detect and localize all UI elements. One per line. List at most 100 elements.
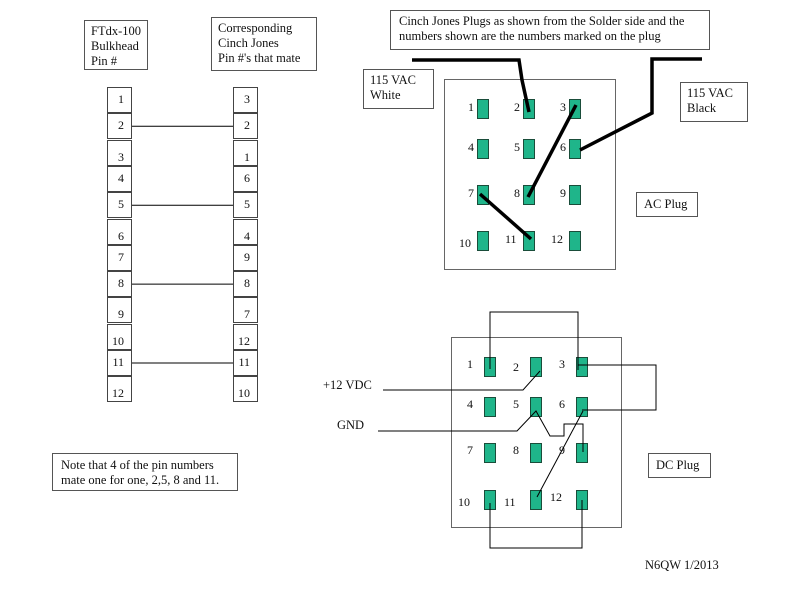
pin-number: 3 [244, 92, 250, 106]
pin-number: 1 [244, 149, 250, 164]
pin-number: 5 [118, 197, 124, 212]
ftdx-pin-cell: 12 [107, 376, 132, 403]
cinch-pin-cell: 12 [233, 323, 258, 350]
ac-plug-pin-6 [569, 139, 581, 159]
dc-plug-pin-10 [484, 490, 496, 510]
label-line: 115 VAC [687, 86, 733, 100]
pin-label: 2 [514, 100, 520, 114]
pin-label: 7 [467, 443, 473, 457]
ac-black-label: 115 VAC Black [680, 82, 748, 122]
ftdx-pin-cell: 7 [107, 244, 132, 271]
ac-plug-pin-11 [523, 231, 535, 251]
header-line: Pin # [91, 54, 118, 68]
pin-number: 6 [244, 170, 250, 185]
ftdx-pin-cell: 5 [107, 192, 132, 219]
pin-label: 3 [560, 100, 566, 114]
cinch-pin-cell: 9 [233, 244, 258, 271]
pin-number: 8 [118, 276, 124, 291]
pin-label: 1 [468, 100, 474, 114]
cinch-header-box: Corresponding Cinch Jones Pin #'s that m… [211, 17, 317, 71]
pin-number: 4 [118, 170, 124, 185]
pin-number: 8 [244, 276, 250, 291]
pin-number: 9 [244, 249, 250, 264]
dc-plug-pin-7 [484, 443, 496, 463]
pin-label: 9 [560, 186, 566, 200]
cinch-pin-cell: 1 [233, 139, 258, 166]
pin-label: 9 [559, 443, 565, 457]
pin-label: 1 [467, 357, 473, 371]
pin-label: 2 [513, 360, 519, 374]
note-line: Cinch Jones Plugs as shown from the Sold… [399, 14, 685, 28]
pin-number: 3 [118, 149, 124, 164]
pin-label: 10 [458, 495, 470, 509]
ac-plug-pin-4 [477, 139, 489, 159]
pin-label: 5 [513, 397, 519, 411]
pin-number: 10 [238, 386, 250, 401]
cinch-pin-cell: 4 [233, 218, 258, 245]
label-line: 115 VAC [370, 73, 416, 87]
note-line: Note that 4 of the pin numbers [61, 458, 214, 472]
pin-number: 2 [118, 118, 124, 133]
cinch-pin-cell: 3 [233, 87, 258, 113]
pin-number: 7 [118, 249, 124, 264]
pin-label: 5 [514, 140, 520, 154]
note-line: numbers shown are the numbers marked on … [399, 29, 661, 43]
ac-plug-pin-9 [569, 185, 581, 205]
pin-label: 6 [560, 140, 566, 154]
pin-label: 7 [468, 186, 474, 200]
ftdx-pin-cell: 6 [107, 218, 132, 245]
ftdx-pin-cell: 9 [107, 297, 132, 324]
cinch-pin-cell: 8 [233, 271, 258, 298]
cinch-pin-cell: 5 [233, 192, 258, 219]
ac-plug-pin-12 [569, 231, 581, 251]
label-line: White [370, 88, 401, 102]
pin-label: 10 [459, 236, 471, 250]
pin-label: 3 [559, 357, 565, 371]
ftdx-pin-cell: 1 [107, 87, 132, 113]
pin-label: 11 [504, 495, 516, 509]
ftdx-pin-cell: 11 [107, 350, 132, 376]
ac-plug-pin-10 [477, 231, 489, 251]
ftdx-pin-cell: 8 [107, 271, 132, 298]
header-line: FTdx-100 [91, 24, 141, 38]
dc-plug-pin-6 [576, 397, 588, 417]
pin-label: 8 [514, 186, 520, 200]
pin-label: 6 [559, 397, 565, 411]
title-text: AC Plug [644, 197, 688, 211]
dc-plug-pin-4 [484, 397, 496, 417]
cinch-pin-cell: 10 [233, 376, 258, 403]
cinch-pin-cell: 2 [233, 113, 258, 140]
pin-label: 11 [505, 232, 517, 246]
pin-number: 10 [112, 333, 124, 348]
ac-plug-pin-7 [477, 185, 489, 205]
header-line: Bulkhead [91, 39, 139, 53]
solder-side-note-box: Cinch Jones Plugs as shown from the Sold… [390, 10, 710, 50]
ac-plug-pin-5 [523, 139, 535, 159]
pin-label: 4 [467, 397, 473, 411]
pin-label: 4 [468, 140, 474, 154]
dc-plug-pin-5 [530, 397, 542, 417]
ftdx-pin-cell: 10 [107, 323, 132, 350]
dc-plug-pin-12 [576, 490, 588, 510]
gnd-label: GND [337, 418, 365, 432]
dc-plug-pin-1 [484, 357, 496, 377]
ac-plug-title: AC Plug [636, 192, 698, 217]
ac-white-label: 115 VAC White [363, 69, 434, 109]
ac-plug-pin-8 [523, 185, 535, 205]
dc-plug-pin-8 [530, 443, 542, 463]
cinch-pin-cell: 7 [233, 297, 258, 324]
pin-label: 12 [550, 490, 562, 504]
note-line: mate one for one, 2,5, 8 and 11. [61, 473, 220, 487]
pin-number: 9 [118, 307, 124, 322]
header-line: Corresponding [218, 21, 293, 35]
pin-number: 11 [112, 355, 124, 369]
signature: N6QW 1/2013 [645, 558, 719, 572]
cinch-pin-cell: 6 [233, 165, 258, 192]
header-line: Pin #'s that mate [218, 51, 301, 65]
pin-number: 11 [238, 355, 250, 369]
pin-number: 5 [244, 197, 250, 212]
pin-number: 2 [244, 118, 250, 133]
mating-note-box: Note that 4 of the pin numbers mate one … [52, 453, 238, 491]
pin-number: 12 [238, 333, 250, 348]
pin-number: 6 [118, 228, 124, 243]
